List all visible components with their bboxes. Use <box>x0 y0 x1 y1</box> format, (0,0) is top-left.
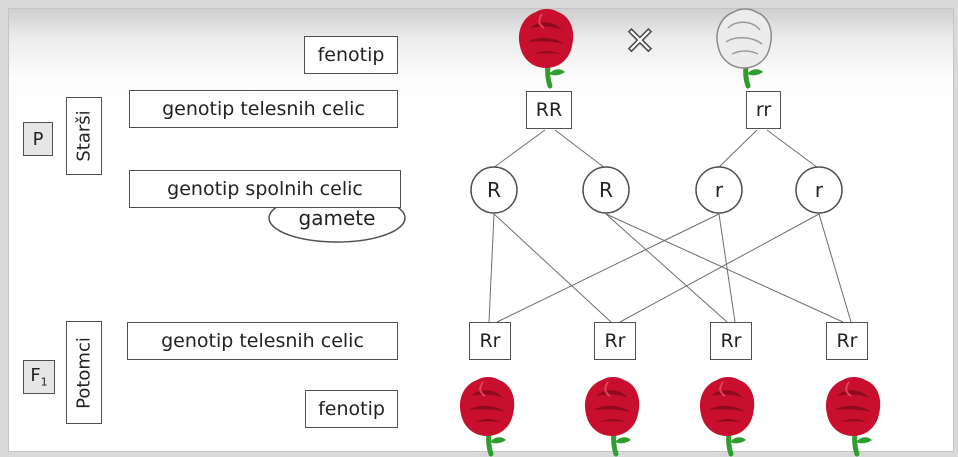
gamete-genotype-label: genotip spolnih celic <box>129 170 401 208</box>
line-RR-R1 <box>492 129 546 169</box>
line-r2-F2 <box>619 213 820 323</box>
line-rr-r1 <box>717 129 758 169</box>
gamete-circle <box>695 166 743 214</box>
gamete-genotype: r <box>715 178 724 202</box>
gamete-circle <box>795 166 843 214</box>
red-rose-icon <box>826 377 880 454</box>
line-RR-R2 <box>554 129 606 169</box>
somatic-genotype-label-bottom: genotip telesnih celic <box>127 322 398 360</box>
gamete-circles: R R r r <box>470 166 843 214</box>
offspring-genotype: Rr <box>469 322 511 360</box>
line-r2-F4 <box>818 213 852 323</box>
line-rr-r2 <box>766 129 819 169</box>
phenotype-label-top: fenotip <box>304 36 398 74</box>
offspring-box: Potomci <box>66 321 102 424</box>
gamete-circle <box>582 166 630 214</box>
red-rose-icon <box>460 377 514 454</box>
gamete-label: gamete <box>299 206 376 230</box>
red-rose-icon <box>519 9 573 86</box>
red-rose-icon <box>585 377 639 454</box>
line-R1-F1 <box>488 213 495 323</box>
line-R1-F2 <box>493 213 612 323</box>
offspring-letter: F1 <box>30 365 48 389</box>
line-R2-F4 <box>605 213 844 323</box>
offspring-label: Potomci <box>73 336 95 409</box>
parent-genotype: rr <box>746 91 781 129</box>
parents-box: Starši <box>66 97 102 175</box>
line-R2-F3 <box>605 213 728 323</box>
gamete-genotype: r <box>815 178 824 202</box>
parent-genotype: RR <box>526 91 572 129</box>
offspring-letter-box: F1 <box>23 360 55 394</box>
gamete-circle <box>470 166 518 214</box>
cross-icon: ✕ <box>623 19 656 63</box>
phenotype-label-bottom: fenotip <box>305 390 398 428</box>
parents-letter: P <box>32 128 44 150</box>
parents-letter-box: P <box>23 122 53 156</box>
white-rose-icon <box>717 9 771 86</box>
line-r1-F3 <box>718 213 736 323</box>
offspring-genotype: Rr <box>710 322 752 360</box>
offspring-genotype: Rr <box>594 322 636 360</box>
line-r1-F1 <box>496 213 720 323</box>
red-rose-icon <box>700 377 754 454</box>
parents-label: Starši <box>73 110 95 162</box>
connector-lines <box>488 129 852 323</box>
diagram-frame <box>8 8 954 452</box>
somatic-genotype-label-top: genotip telesnih celic <box>129 90 398 128</box>
gamete-genotype: R <box>599 178 613 202</box>
gamete-genotype: R <box>487 178 501 202</box>
offspring-genotype: Rr <box>826 322 868 360</box>
